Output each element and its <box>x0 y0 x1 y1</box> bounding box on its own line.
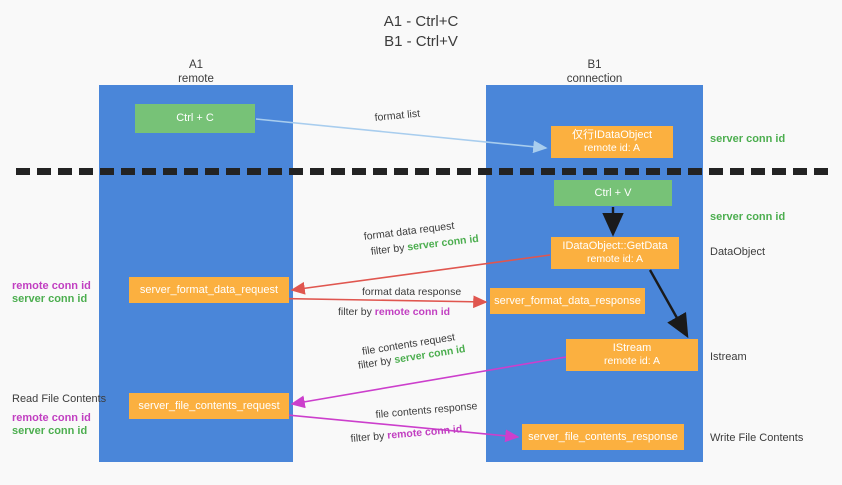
label-format-data-response-filter-pre: filter by <box>338 306 375 318</box>
box-ole-dataobject-line2: remote id: A <box>583 142 641 154</box>
box-ctrl-v[interactable]: Ctrl + V <box>554 180 672 206</box>
label-format-data-response: format data response <box>362 286 462 298</box>
label-format-remote-conn-id: remote conn id <box>12 280 91 292</box>
box-istream-line1: IStream <box>612 342 652 354</box>
lane-header-a1-sub: remote <box>178 73 214 85</box>
phase-divider <box>16 168 828 175</box>
box-istream-line2: remote id: A <box>603 355 661 367</box>
box-istream[interactable]: IStream remote id: A <box>566 339 698 371</box>
title-line-1: A1 - Ctrl+C <box>383 13 459 30</box>
label-server-conn-id-top: server conn id <box>710 133 786 145</box>
label-read-file-contents: Read File Contents <box>12 393 107 405</box>
box-server-format-data-response-label: server_format_data_response <box>494 294 641 307</box>
box-ole-dataobject[interactable]: 仅行IDataObject remote id: A <box>551 126 673 158</box>
label-format-list: format list <box>374 107 421 124</box>
label-file-contents-response-filter: filter by remote conn id <box>350 422 463 446</box>
box-idataobject-getdata-line2: remote id: A <box>586 253 644 265</box>
label-file-remote-conn-id: remote conn id <box>12 412 91 424</box>
lane-header-b1-name: B1 <box>587 59 602 71</box>
page-title: A1 - Ctrl+C B1 - Ctrl+V <box>0 12 842 52</box>
lane-header-a1: A1 remote <box>99 58 293 86</box>
box-server-file-contents-request[interactable]: server_file_contents_request <box>129 393 289 419</box>
label-file-contents-response: file contents response <box>375 400 478 421</box>
label-format-data-response-filter-key: remote conn id <box>374 306 451 318</box>
label-file-contents-response-filter-pre: filter by <box>350 429 388 445</box>
title-line-2: B1 - Ctrl+V <box>384 33 458 50</box>
label-file-server-conn-id: server conn id <box>12 425 88 437</box>
label-server-conn-id-mid: server conn id <box>710 211 786 223</box>
box-ole-dataobject-line1: 仅行IDataObject <box>571 129 653 141</box>
label-dataobject: DataObject <box>710 246 766 258</box>
box-ctrl-c-label: Ctrl + C <box>176 112 214 124</box>
label-format-data-request-filter-pre: filter by <box>370 241 409 258</box>
lane-header-b1: B1 connection <box>486 58 703 86</box>
box-server-format-data-request[interactable]: server_format_data_request <box>129 277 289 303</box>
lane-header-a1-name: A1 <box>188 59 204 71</box>
box-idataobject-getdata-line1: IDataObject::GetData <box>562 240 668 252</box>
box-idataobject-getdata[interactable]: IDataObject::GetData remote id: A <box>551 237 679 269</box>
label-istream: Istream <box>710 351 747 363</box>
box-ctrl-c[interactable]: Ctrl + C <box>135 104 255 133</box>
box-ctrl-v-label: Ctrl + V <box>594 186 632 199</box>
label-format-data-response-filter: filter by remote conn id <box>338 305 450 319</box>
box-server-file-contents-response-label: server_file_contents_response <box>528 430 678 443</box>
box-server-format-data-response[interactable]: server_format_data_response <box>490 288 645 314</box>
box-server-file-contents-request-label: server_file_contents_request <box>138 399 280 412</box>
label-file-contents-response-filter-key: remote conn id <box>386 423 463 442</box>
box-server-file-contents-response[interactable]: server_file_contents_response <box>522 424 684 450</box>
lane-header-b1-sub: connection <box>566 73 623 85</box>
label-write-file-contents: Write File Contents <box>710 432 804 444</box>
box-server-format-data-request-label: server_format_data_request <box>139 283 279 296</box>
label-format-server-conn-id: server conn id <box>12 293 88 305</box>
